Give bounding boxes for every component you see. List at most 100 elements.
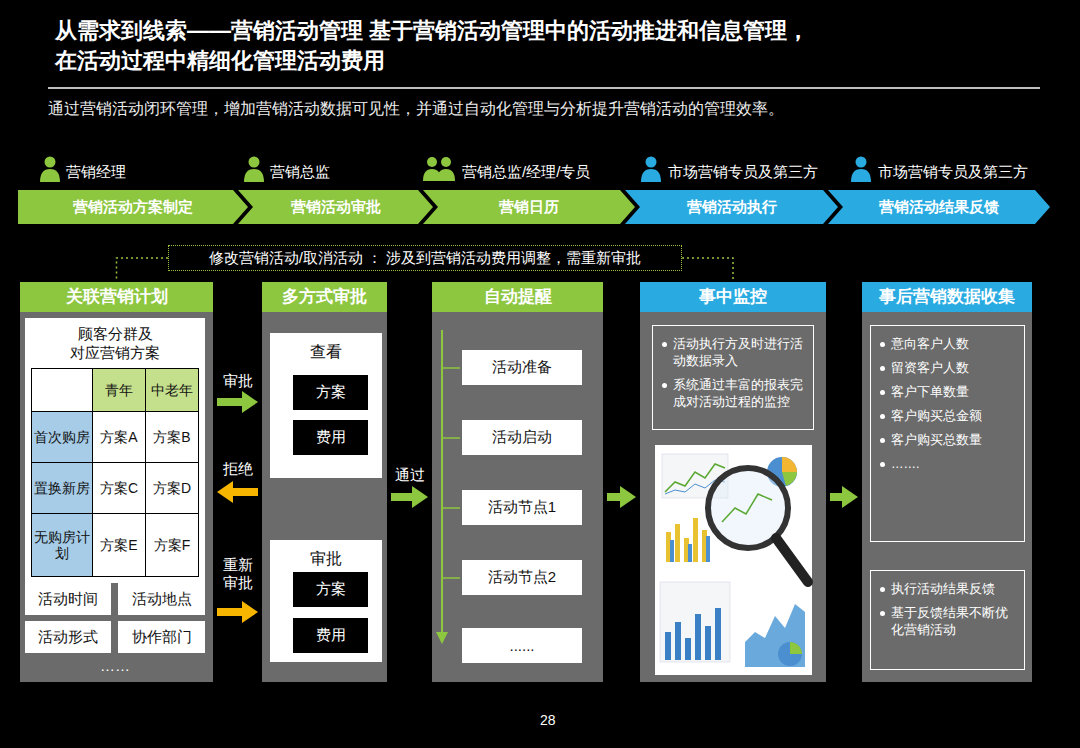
node-text: 协作部门 xyxy=(132,628,192,647)
node-text: 营销活动结果反馈 xyxy=(879,198,999,217)
edge-label: 审批 xyxy=(223,372,253,390)
table-cell: 首次购房 xyxy=(32,412,92,462)
step-box: 活动启动 xyxy=(462,420,582,455)
node-text: 活动启动 xyxy=(492,428,552,447)
table-cell: 方案F xyxy=(146,514,198,576)
node-text: 营销活动执行 xyxy=(687,198,777,217)
person-icon xyxy=(40,157,60,183)
table-cell: 中老年 xyxy=(146,369,198,411)
table-cell: 青年 xyxy=(93,369,145,411)
bullet-text: 基于反馈结果不断优化营销活动 xyxy=(891,606,1008,637)
node-text: 活动节点1 xyxy=(488,498,556,517)
table-cell: 无购房计划 xyxy=(32,514,92,576)
text-label: 28 xyxy=(540,712,556,728)
text-label: 市场营销专员及第三方 xyxy=(878,163,1028,182)
bullet-dot xyxy=(880,587,885,592)
step-box: ...... xyxy=(462,628,582,663)
panel-heading: 自动提醒 xyxy=(432,282,603,312)
bullet-dot xyxy=(662,383,667,388)
step-box: 活动时间 xyxy=(25,583,111,615)
node-text: 方案 xyxy=(316,383,346,402)
page-title: 从需求到线索——营销活动管理 基于营销活动管理中的活动推进和信息管理，在活动过程… xyxy=(55,16,1055,76)
dotted-connector xyxy=(117,258,169,281)
bullet-item: 活动执行方及时进行活动数据录入 xyxy=(661,336,807,370)
text-label: 营销经理 xyxy=(66,163,126,182)
node-text: 顾客分群及 对应营销方案 xyxy=(31,324,199,362)
table-cell xyxy=(32,369,92,411)
panel-heading: 事中监控 xyxy=(640,282,826,312)
node-text: 营销日历 xyxy=(499,198,559,217)
group-box: 查看方案费用 xyxy=(270,333,382,478)
stage-panel: 多方式审批查看方案费用审批方案费用 xyxy=(262,282,387,682)
text-label: …… xyxy=(100,657,130,674)
table-cell: 方案B xyxy=(146,412,198,462)
plan-table: 青年中老年首次购房方案A方案B置换新房方案C方案D无购房计划方案E方案F xyxy=(31,368,199,577)
bullet-text: 客户下单数量 xyxy=(891,385,969,399)
step-box: 活动节点1 xyxy=(462,490,582,525)
list-box: 意向客户人数留资客户人数客户下单数量客户购买总金额客户购买总数量……. xyxy=(870,325,1025,542)
flow-arrow xyxy=(607,493,620,501)
bullet-dot xyxy=(662,342,667,347)
node-text: 费用 xyxy=(316,626,346,645)
node-text: 审批 xyxy=(270,549,382,570)
process-chevron: 营销活动方案制定 xyxy=(18,190,248,224)
dotted-connector xyxy=(682,258,733,281)
group-box: 审批方案费用 xyxy=(270,540,382,662)
bullet-item: 系统通过丰富的报表完成对活动过程的监控 xyxy=(661,377,807,411)
stage-panel: 事后营销数据收集意向客户人数留资客户人数客户下单数量客户购买总金额客户购买总数量… xyxy=(862,282,1032,682)
node-text: ...... xyxy=(509,637,534,654)
node-text: 活动准备 xyxy=(492,358,552,377)
node-text: 修改营销活动/取消活动 ： 涉及到营销活动费用调整，需重新审批 xyxy=(209,249,642,268)
bullet-text: 活动执行方及时进行活动数据录入 xyxy=(673,337,803,368)
text-label: 通过营销活动闭环管理，增加营销活动数据可见性，并通过自动化管理与分析提升营销活动… xyxy=(48,99,784,120)
panel-heading: 关联营销计划 xyxy=(20,282,213,312)
text-label: 市场营销专员及第三方 xyxy=(668,163,818,182)
table-cell: 置换新房 xyxy=(32,463,92,513)
bullet-dot xyxy=(880,611,885,616)
bullet-text: 客户购买总金额 xyxy=(891,409,982,423)
bullet-dot xyxy=(880,342,885,347)
bullet-dot xyxy=(880,390,885,395)
bullet-text: 客户购买总数量 xyxy=(891,433,982,447)
bullet-text: 系统通过丰富的报表完成对活动过程的监控 xyxy=(673,378,803,409)
item-box: 方案 xyxy=(293,572,368,607)
edge-label: 拒绝 xyxy=(223,460,253,478)
panel-heading: 事后营销数据收集 xyxy=(862,282,1032,312)
edge-label: 重新审批 xyxy=(222,556,254,592)
item-box: 方案 xyxy=(293,375,368,410)
bullet-item: 客户下单数量 xyxy=(879,384,1018,401)
group-icon xyxy=(423,157,455,181)
item-box: 费用 xyxy=(293,420,368,455)
stage-panel: 自动提醒 活动准备活动启动活动节点1 活动节点2...... xyxy=(432,282,603,682)
node-text: 活动地点 xyxy=(132,590,192,609)
person-icon xyxy=(851,157,871,183)
list-box: 活动执行方及时进行活动数据录入系统通过丰富的报表完成对活动过程的监控 xyxy=(652,325,814,430)
bullet-item: 客户购买总金额 xyxy=(879,408,1018,425)
process-chevron: 营销活动执行 xyxy=(625,190,838,224)
timeline-arrow xyxy=(432,282,462,682)
table-box: 顾客分群及 对应营销方案青年中老年首次购房方案A方案B置换新房方案C方案D无购房… xyxy=(25,318,205,583)
table-cell: 方案E xyxy=(93,514,145,576)
flow-arrow xyxy=(830,493,842,501)
bullet-dot xyxy=(880,414,885,419)
table-cell: 方案C xyxy=(93,463,145,513)
stage-panel: 事中监控 活动执行方及时进行活动数据录入系统通过丰富的报表完成对活动过程的监控 xyxy=(640,282,826,682)
bullet-text: 留资客户人数 xyxy=(891,361,969,375)
note-box: 修改营销活动/取消活动 ： 涉及到营销活动费用调整，需重新审批 xyxy=(168,245,682,271)
text-label: 营销总监 xyxy=(270,163,330,182)
step-box: 活动节点2 xyxy=(462,560,582,595)
bullet-dot xyxy=(880,366,885,371)
table-cell: 方案D xyxy=(146,463,198,513)
person-icon xyxy=(244,157,264,183)
node-text: 方案 xyxy=(316,580,346,599)
bullet-item: 留资客户人数 xyxy=(879,360,1018,377)
step-box: 活动准备 xyxy=(462,350,582,385)
node-text: 活动时间 xyxy=(38,590,98,609)
bullet-text: 执行活动结果反馈 xyxy=(891,582,995,596)
node-text: 查看 xyxy=(270,342,382,363)
bullet-item: ……. xyxy=(879,456,1018,473)
node-text: 营销活动审批 xyxy=(291,198,381,217)
node-text: 活动节点2 xyxy=(488,568,556,587)
step-box: 活动形式 xyxy=(25,621,111,653)
node-text: 营销活动方案制定 xyxy=(73,198,193,217)
